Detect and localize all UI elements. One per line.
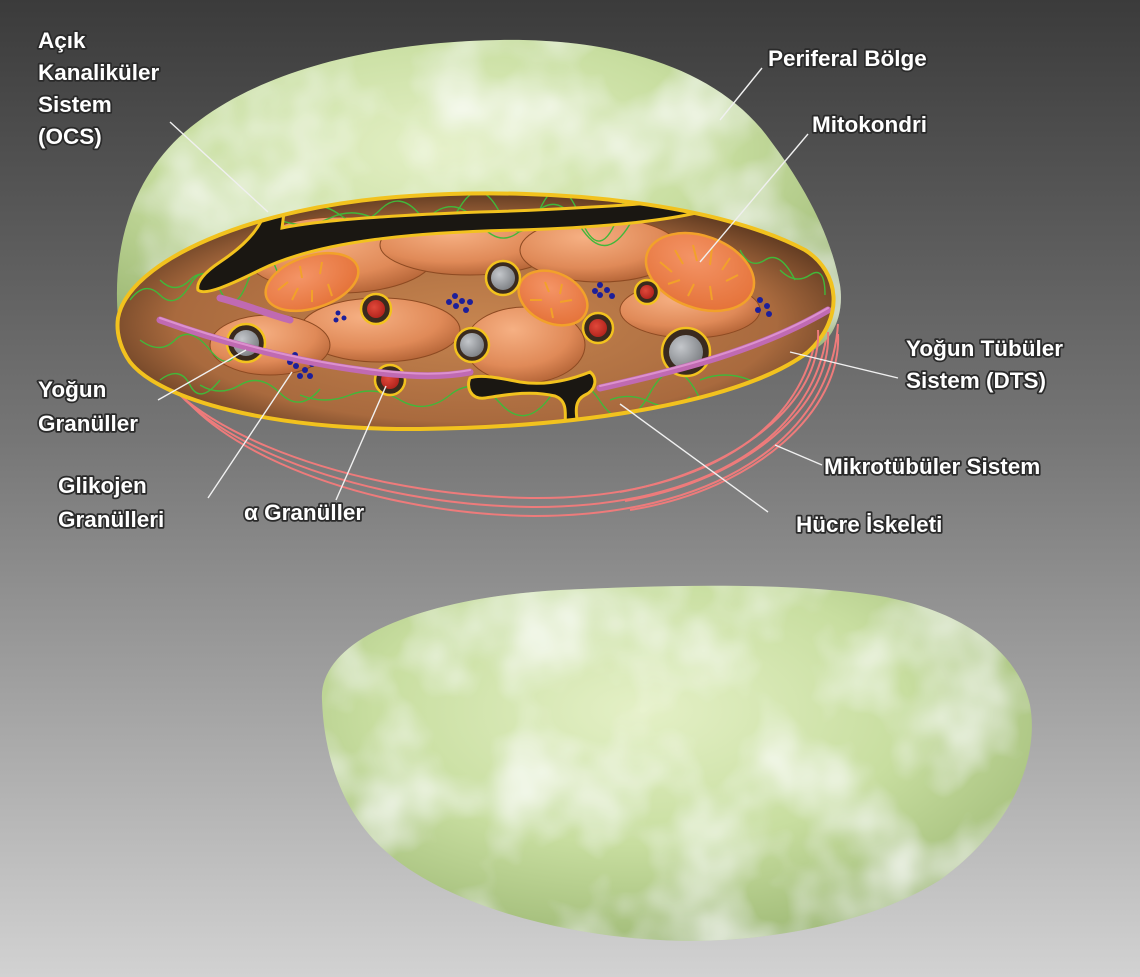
label-cytoskeleton: Hücre İskeleti: [796, 512, 942, 537]
label-ocs-line2: Kanaliküler: [38, 60, 160, 85]
label-dts-line1: Yoğun Tübüler: [906, 336, 1063, 361]
label-dense-line2: Granüller: [38, 411, 138, 436]
label-peripheral-zone: Periferal Bölge: [768, 46, 927, 71]
label-glycogen-line2: Granülleri: [58, 507, 164, 532]
label-glycogen-line1: Glikojen: [58, 473, 147, 498]
label-dts-line2: Sistem (DTS): [906, 368, 1046, 393]
label-alpha-granules: α Granüller: [244, 500, 364, 525]
label-ocs-line3: Sistem: [38, 92, 112, 117]
label-mitochondria: Mitokondri: [812, 112, 927, 137]
label-ocs-line4: (OCS): [38, 124, 102, 149]
label-microtubule-system: Mikrotübüler Sistem: [824, 454, 1040, 479]
label-ocs-line1: Açık: [38, 28, 86, 53]
label-dense-line1: Yoğun: [38, 377, 106, 402]
